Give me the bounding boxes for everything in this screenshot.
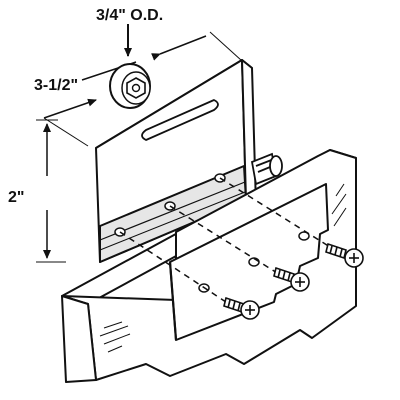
height-label: 2" — [8, 189, 24, 206]
width-label: 3-1/2" — [34, 77, 78, 94]
alignment-lines — [119, 177, 339, 307]
screw — [325, 242, 364, 268]
glass-reflection — [99, 183, 347, 353]
screw — [273, 266, 310, 292]
roller-diameter-label: 3/4" O.D. — [96, 7, 163, 24]
height-dimension — [36, 119, 66, 263]
adjustment-slot — [141, 99, 219, 141]
clamp-plate — [168, 183, 329, 341]
axle-bolt — [250, 152, 283, 186]
roller-wheel — [109, 63, 151, 109]
plate-hole — [298, 231, 310, 241]
width-dimension — [43, 31, 253, 147]
screw — [223, 296, 260, 320]
